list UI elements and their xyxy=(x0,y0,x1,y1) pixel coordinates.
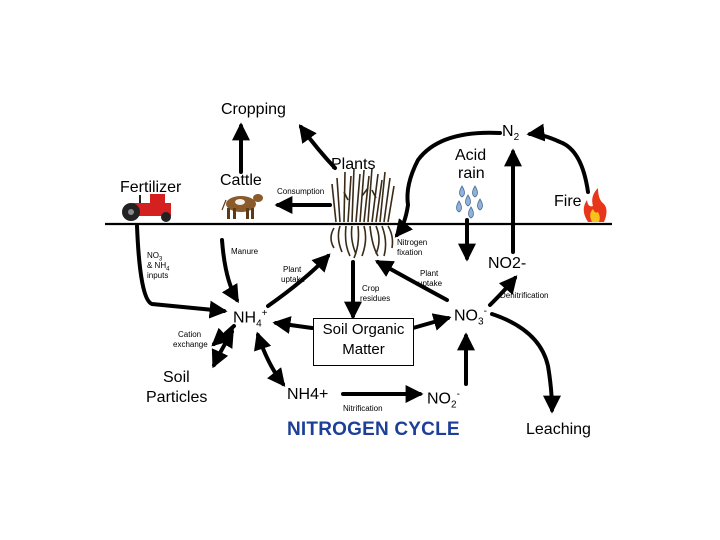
label-nh4-bottom: NH4+ xyxy=(287,386,329,403)
label-plant-uptake-right-line1: Plant xyxy=(420,269,439,278)
label-soil-organic-line1: Soil Organic xyxy=(322,321,405,338)
label-cation-exchange-line2: exchange xyxy=(173,340,208,349)
label-nitrogen-fixation-line1: Nitrogen xyxy=(397,238,428,247)
label-nitrification: Nitrification xyxy=(343,404,383,413)
label-crop-residues-line1: Crop xyxy=(362,284,380,293)
arrow-fire-to-n2 xyxy=(526,123,590,194)
cow-icon xyxy=(221,194,263,219)
label-denitrification: Denitrification xyxy=(500,291,549,300)
label-nh4-main: NH4+ xyxy=(233,308,268,330)
arrow-no3-to-no2 xyxy=(488,275,518,307)
label-leaching: Leaching xyxy=(526,421,591,438)
arrow-plant-uptake-right xyxy=(374,260,449,302)
arrow-nh4-to-nh4-bottom xyxy=(254,331,286,387)
label-acid-rain-line1: Acid xyxy=(455,147,487,164)
arrow-leaching xyxy=(490,312,561,414)
label-soil-particles-line2: Particles xyxy=(146,389,208,406)
arrow-plant-uptake-left xyxy=(266,253,331,308)
label-consumption: Consumption xyxy=(277,187,325,196)
label-plant-uptake-right-line2: uptake xyxy=(418,279,443,288)
rain-icon xyxy=(456,185,483,219)
label-soil-particles-line1: Soil xyxy=(163,369,190,386)
label-soil-organic-line2: Matter xyxy=(342,341,385,358)
arrow-nitrogen-fixation xyxy=(394,130,502,238)
label-no2-right: NO2- xyxy=(488,255,527,272)
fire-icon xyxy=(583,188,607,222)
plants-icon xyxy=(330,167,395,259)
arrow-fertilizer-inputs xyxy=(135,224,228,319)
label-plants: Plants xyxy=(331,156,376,173)
label-crop-residues-line2: residues xyxy=(360,294,391,303)
label-fert-inputs-line1: NO3 xyxy=(147,251,163,263)
label-n2: N2 xyxy=(502,123,520,144)
tractor-icon xyxy=(122,194,171,222)
arrow-manure xyxy=(220,238,239,304)
label-fert-inputs-line3: inputs xyxy=(147,271,169,280)
label-manure: Manure xyxy=(231,247,259,256)
label-plant-uptake-left-line1: Plant xyxy=(283,265,302,274)
label-cattle: Cattle xyxy=(220,172,262,189)
label-cropping: Cropping xyxy=(221,101,286,118)
label-acid-rain-line2: rain xyxy=(458,165,485,182)
arrow-som-to-nh4 xyxy=(272,316,314,334)
soil-organic-matter-box: Soil Organic Matter xyxy=(313,318,414,366)
arrow-som-to-no3 xyxy=(411,313,452,331)
arrow-nh4-soil-particles xyxy=(211,328,234,369)
label-cation-exchange-line1: Cation xyxy=(178,330,202,339)
label-fert-inputs-line2: & NH4 xyxy=(147,261,170,273)
arrow-plants-to-cropping xyxy=(298,124,337,170)
label-fire: Fire xyxy=(554,193,582,210)
label-plant-uptake-left-line2: uptake xyxy=(281,275,306,284)
label-nitrogen-fixation-line2: fixation xyxy=(397,248,423,257)
label-fertilizer: Fertilizer xyxy=(120,179,182,196)
diagram-title: NITROGEN CYCLE xyxy=(287,419,460,440)
label-no2-bottom: NO2- xyxy=(427,389,460,411)
label-no3-main: NO3- xyxy=(454,306,487,328)
